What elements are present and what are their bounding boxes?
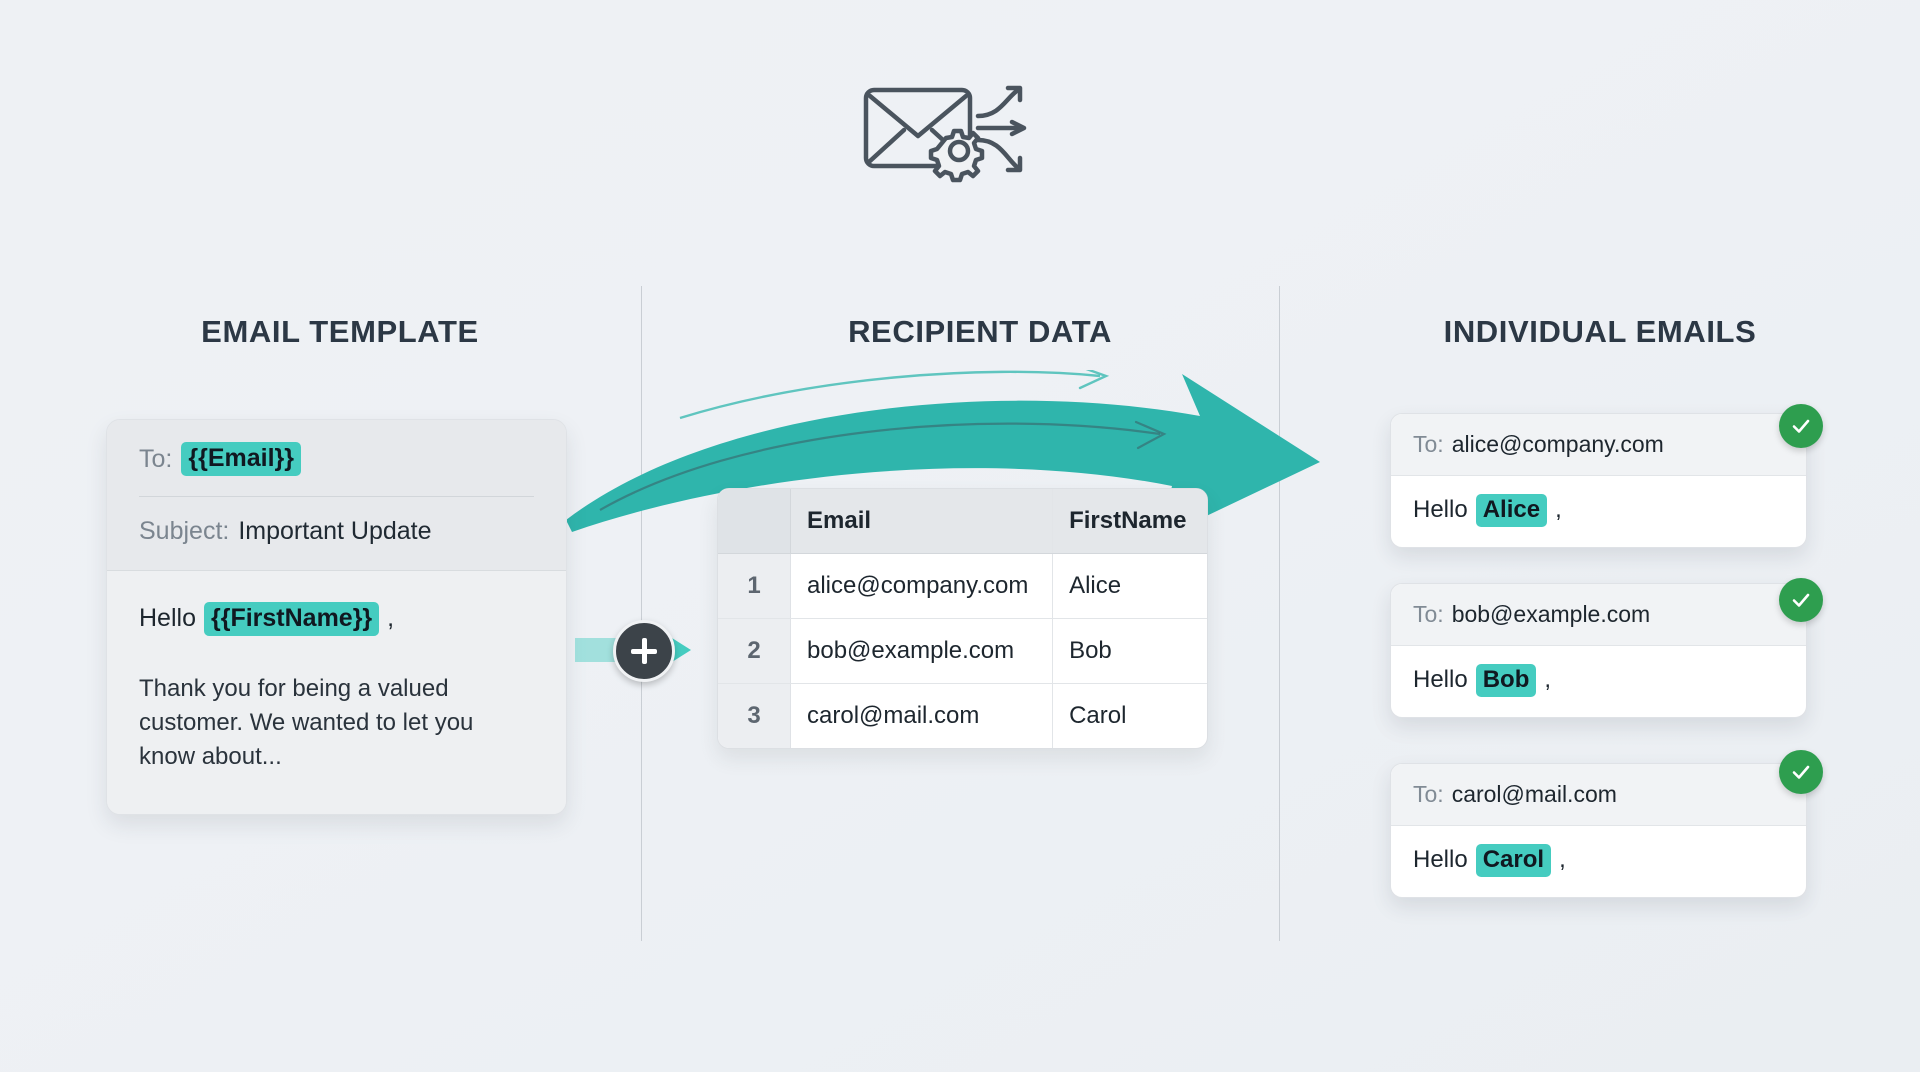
mail-merge-icon [860, 72, 1060, 192]
table-header-row: Email FirstName [718, 489, 1207, 554]
output-to-row: To: carol@mail.com [1391, 764, 1806, 826]
output-to-row: To: alice@company.com [1391, 414, 1806, 476]
output-greeting-suffix: , [1559, 846, 1566, 873]
output-greeting-prefix: Hello [1413, 496, 1468, 523]
output-firstname-value: Carol [1475, 844, 1552, 877]
table-row[interactable]: 1 alice@company.com Alice [718, 553, 1207, 619]
template-firstname-token: {{FirstName}} [203, 602, 380, 636]
template-to-label: To: [139, 444, 173, 473]
row-index: 1 [718, 553, 791, 619]
template-header: To: {{Email}} [107, 420, 566, 497]
template-to-token: {{Email}} [181, 442, 301, 476]
output-greeting-prefix: Hello [1413, 666, 1468, 693]
column-header-email: Email [790, 489, 1053, 554]
output-to-value: bob@example.com [1451, 601, 1651, 627]
output-firstname-value: Bob [1475, 664, 1537, 697]
row-index: 2 [718, 618, 791, 684]
output-email-card[interactable]: To: bob@example.com Hello Bob , [1390, 583, 1807, 718]
output-to-label: To: [1413, 601, 1444, 627]
output-to-label: To: [1413, 781, 1444, 807]
plus-icon [613, 620, 675, 682]
cell-firstname: Bob [1052, 618, 1207, 684]
page-title-recipients: RECIPIENT DATA [848, 314, 1112, 349]
table-row[interactable]: 2 bob@example.com Bob [718, 618, 1207, 684]
template-subject-row: Subject: Important Update [107, 497, 566, 570]
cell-email: carol@mail.com [807, 702, 980, 729]
template-subject-label: Subject: [139, 517, 230, 545]
cell-email: bob@example.com [790, 618, 1053, 684]
output-email-card[interactable]: To: alice@company.com Hello Alice , [1390, 413, 1807, 548]
output-to-label: To: [1413, 431, 1444, 457]
template-body-text: Thank you for being a valued customer. W… [139, 675, 474, 771]
gear-icon [928, 128, 985, 183]
output-to-value: carol@mail.com [1451, 781, 1617, 807]
check-circle-icon [1779, 750, 1823, 794]
template-greeting: Hello {{FirstName}} , [139, 602, 534, 636]
output-greeting: Hello Alice , [1391, 476, 1806, 547]
cell-email: alice@company.com [790, 553, 1053, 619]
cell-firstname: Alice [1052, 553, 1207, 619]
template-subject-value: Important Update [238, 517, 432, 545]
output-greeting-suffix: , [1555, 496, 1562, 523]
flow-arrow [560, 364, 1420, 550]
divider-left [641, 286, 642, 941]
template-divider [139, 496, 534, 497]
template-to-row: To: {{Email}} [139, 442, 534, 496]
table-body: 1 alice@company.com Alice 2 bob@example.… [718, 553, 1207, 748]
recipient-data-table[interactable]: Email FirstName 1 alice@company.com Alic… [717, 488, 1208, 749]
output-to-value: alice@company.com [1451, 431, 1664, 457]
table-row[interactable]: 3 carol@mail.com Carol [718, 683, 1207, 748]
output-firstname-value: Alice [1475, 494, 1548, 527]
check-circle-icon [1779, 578, 1823, 622]
check-circle-icon [1779, 404, 1823, 448]
output-to-row: To: bob@example.com [1391, 584, 1806, 646]
template-body: Hello {{FirstName}} , Thank you for bein… [107, 570, 566, 815]
output-greeting-prefix: Hello [1413, 846, 1468, 873]
page-title-outputs: INDIVIDUAL EMAILS [1443, 314, 1757, 349]
output-email-card[interactable]: To: carol@mail.com Hello Carol , [1390, 763, 1807, 898]
template-greeting-prefix: Hello [139, 604, 196, 632]
cell-firstname: Carol [1052, 683, 1207, 748]
row-index: 3 [718, 683, 791, 748]
divider-right [1279, 286, 1280, 941]
output-greeting: Hello Carol , [1391, 826, 1806, 897]
column-header-index [718, 489, 791, 554]
email-template-card[interactable]: To: {{Email}} Subject: Important Update … [106, 419, 567, 816]
page-title-template: EMAIL TEMPLATE [201, 314, 479, 349]
output-greeting-suffix: , [1544, 666, 1552, 693]
output-greeting: Hello Bob , [1391, 646, 1806, 717]
column-header-firstname: FirstName [1052, 489, 1207, 554]
template-greeting-suffix: , [387, 604, 395, 632]
